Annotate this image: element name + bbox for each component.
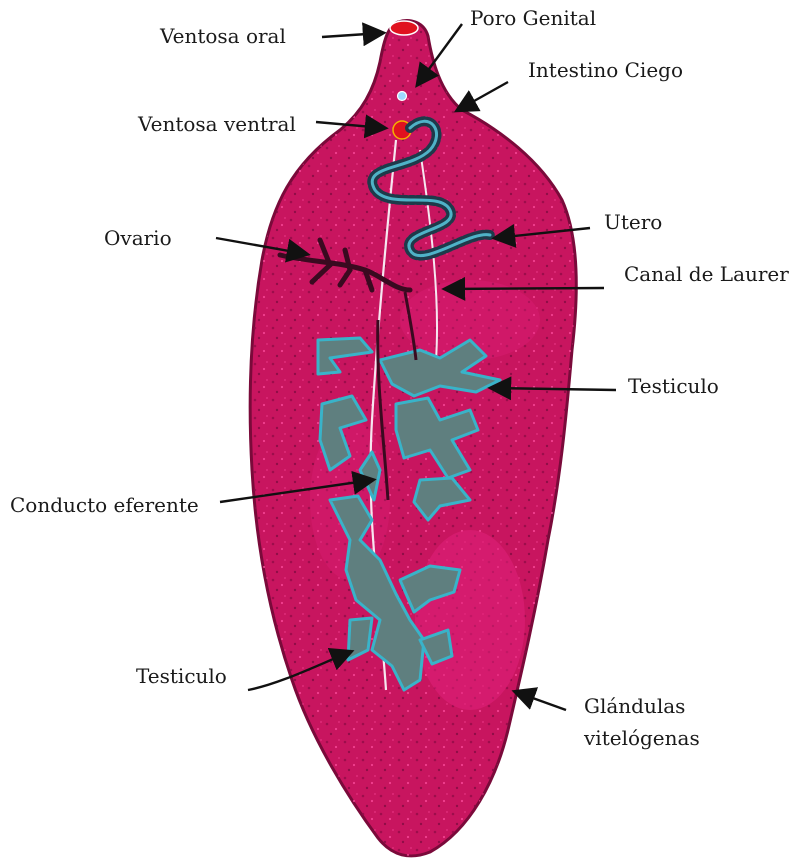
label-canal-laurer: Canal de Laurer — [624, 262, 789, 286]
oral-sucker — [390, 21, 418, 35]
body-highlight — [415, 530, 525, 710]
pointer-ventosa-oral — [322, 33, 382, 37]
label-testiculo-left: Testiculo — [136, 664, 227, 688]
pointer-glandulas — [516, 692, 566, 710]
label-ovario: Ovario — [104, 226, 172, 250]
label-testiculo-right: Testiculo — [628, 374, 719, 398]
label-glandulas-line1: Glándulas — [584, 694, 685, 718]
label-intestino-ciego: Intestino Ciego — [528, 58, 683, 82]
pointer-intestino-ciego — [458, 82, 508, 110]
label-glandulas-line2: vitelógenas — [584, 726, 700, 750]
genital-pore — [398, 92, 407, 101]
label-ventosa-oral: Ventosa oral — [160, 24, 286, 48]
label-ventosa-ventral: Ventosa ventral — [138, 112, 296, 136]
label-poro-genital: Poro Genital — [470, 6, 596, 30]
pointer-canal-laurer — [446, 288, 604, 289]
label-utero: Utero — [604, 210, 662, 234]
label-conducto-eferente: Conducto eferente — [10, 493, 199, 517]
